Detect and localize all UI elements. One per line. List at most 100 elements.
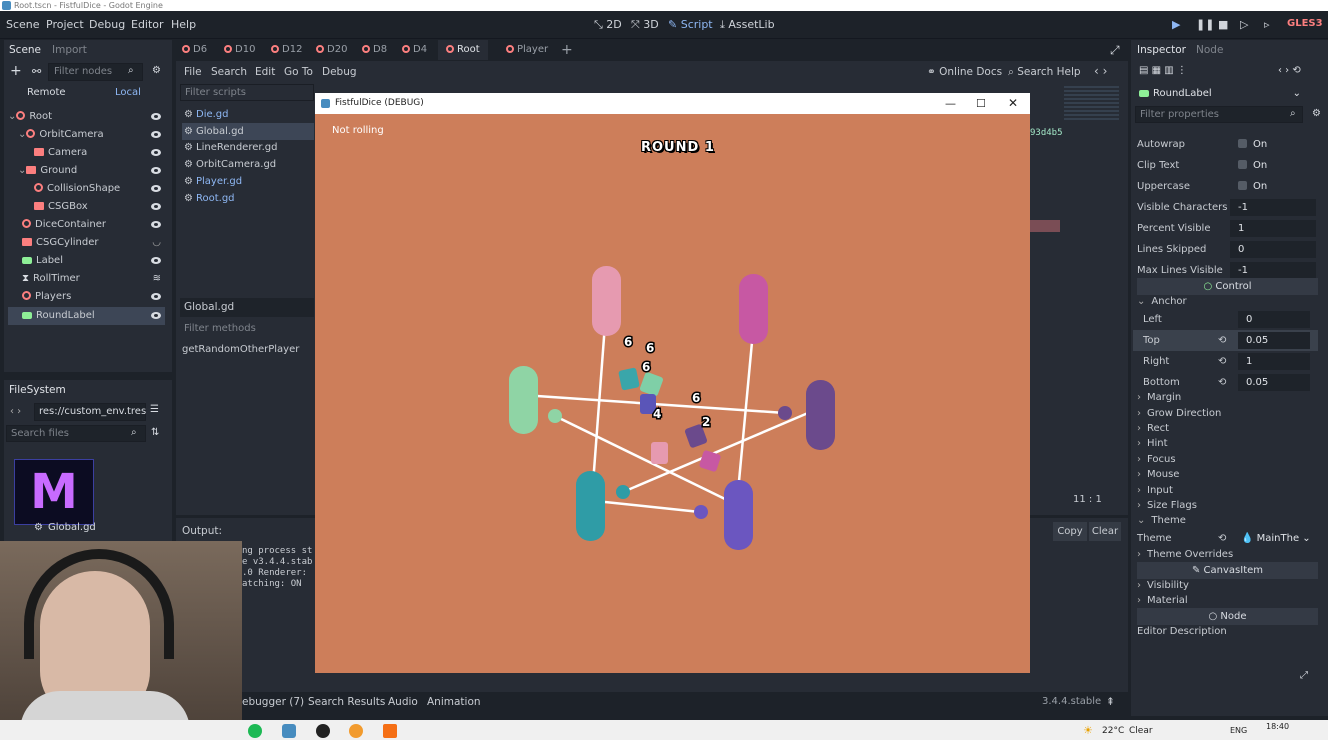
- search-help-button[interactable]: ⌕ Search Help: [1008, 66, 1081, 78]
- section-focus[interactable]: Focus: [1137, 452, 1318, 468]
- script-icon[interactable]: ⚙: [152, 65, 161, 76]
- theme-resource-picker[interactable]: 💧 MainThe ⌄: [1241, 533, 1311, 544]
- anchor-section[interactable]: Anchor: [1137, 294, 1318, 310]
- hidden-icon[interactable]: ◡: [152, 237, 161, 248]
- stop-icon[interactable]: ■: [1218, 18, 1229, 31]
- remote-tab[interactable]: Remote: [27, 87, 66, 98]
- copy-button[interactable]: Copy: [1053, 522, 1087, 541]
- new-resource-icon[interactable]: ▤ ▦ ▥ ⋮: [1139, 65, 1187, 76]
- tree-node-csgbox[interactable]: CSGBox: [8, 198, 165, 216]
- prop-spinbox[interactable]: -1: [1230, 199, 1316, 216]
- play-icon[interactable]: ▶: [1172, 18, 1181, 31]
- section-material[interactable]: Material: [1137, 593, 1318, 609]
- blender-icon[interactable]: [349, 724, 363, 738]
- tab-d8[interactable]: D8: [362, 40, 387, 60]
- canvasitem-header[interactable]: ✎ CanvasItem: [1137, 562, 1318, 579]
- revert-icon[interactable]: ⟲: [1218, 356, 1227, 367]
- add-node-icon[interactable]: +: [10, 63, 22, 79]
- menu-editor[interactable]: Editor: [131, 18, 164, 31]
- pause-icon[interactable]: ❚❚: [1196, 18, 1215, 31]
- language-indicator[interactable]: ENG: [1230, 726, 1248, 735]
- section-hint[interactable]: Hint: [1137, 436, 1318, 452]
- section-mouse[interactable]: Mouse: [1137, 467, 1318, 483]
- tree-node-ground[interactable]: ⌄Ground: [8, 162, 165, 180]
- path-field[interactable]: res://custom_env.tres: [34, 403, 146, 421]
- play-custom-icon[interactable]: ▹: [1264, 18, 1270, 31]
- tab-d4[interactable]: D4: [402, 40, 427, 60]
- prop-visiblechars[interactable]: Visible Characters-1: [1133, 197, 1318, 218]
- section-theme[interactable]: Theme: [1137, 513, 1318, 529]
- sort-icon[interactable]: ⇅: [151, 427, 160, 438]
- visibility-icon[interactable]: [151, 221, 161, 228]
- tree-node-root[interactable]: ⌄Root: [8, 108, 165, 126]
- script-item-player[interactable]: Player.gd: [182, 173, 314, 190]
- tab-audio[interactable]: Audio: [388, 696, 418, 708]
- nav-prev-icon[interactable]: ‹ ›: [1094, 64, 1108, 78]
- tab-root[interactable]: Root: [438, 40, 488, 60]
- visibility-icon[interactable]: [151, 185, 161, 192]
- script-item-orbitcamera[interactable]: OrbitCamera.gd: [182, 156, 314, 173]
- workspace-assetlib[interactable]: ⤓ AssetLib: [720, 18, 775, 31]
- visibility-icon[interactable]: [151, 113, 161, 120]
- prop-checkbox[interactable]: On: [1230, 157, 1316, 174]
- game-viewport[interactable]: Not rolling ROUND 1: [315, 114, 1030, 673]
- link-icon[interactable]: ⚯: [32, 65, 42, 78]
- history-icon[interactable]: ‹ › ⟲: [1278, 65, 1301, 76]
- add-tab-icon[interactable]: +: [561, 42, 573, 58]
- prop-theme[interactable]: Theme⟲💧 MainThe ⌄: [1133, 528, 1318, 549]
- tree-node-csgcylinder[interactable]: CSGCylinder◡: [8, 234, 165, 252]
- search-files-input[interactable]: Search files: [6, 425, 146, 442]
- tree-node-collisionshape[interactable]: CollisionShape: [8, 180, 165, 198]
- tab-d6[interactable]: D6: [182, 40, 207, 60]
- filter-scripts-input[interactable]: Filter scripts: [180, 84, 314, 101]
- script-menu-file[interactable]: File: [184, 66, 202, 78]
- section-visibility[interactable]: Visibility: [1137, 578, 1318, 594]
- script-menu-debug[interactable]: Debug: [322, 66, 357, 78]
- script-menu-goto[interactable]: Go To: [284, 66, 313, 78]
- play-scene-icon[interactable]: ▷: [1240, 18, 1249, 31]
- tab-node[interactable]: Node: [1196, 44, 1224, 56]
- control-header[interactable]: ○ Control: [1137, 278, 1318, 295]
- tab-search-results[interactable]: Search Results: [308, 696, 386, 708]
- prop-checkbox[interactable]: On: [1230, 136, 1316, 153]
- visibility-icon[interactable]: [151, 293, 161, 300]
- workspace-3d[interactable]: ⤧ 3D: [631, 18, 659, 31]
- sublime-icon[interactable]: [383, 724, 397, 738]
- distraction-free-icon[interactable]: ⤢: [1110, 43, 1120, 57]
- prop-slider[interactable]: 0: [1238, 311, 1310, 328]
- workspace-2d[interactable]: ⤡ 2D: [594, 18, 622, 31]
- tab-d10[interactable]: D10: [224, 40, 255, 60]
- nav-back-icon[interactable]: ‹ ›: [10, 406, 22, 417]
- script-item-linerenderer[interactable]: LineRenderer.gd: [182, 139, 314, 156]
- signal-icon[interactable]: ≋: [152, 273, 161, 284]
- section-theme-overrides[interactable]: Theme Overrides: [1137, 547, 1318, 563]
- tree-node-roundlabel[interactable]: RoundLabel: [8, 307, 165, 325]
- section-margin[interactable]: Margin: [1137, 390, 1318, 406]
- tree-node-label[interactable]: Label: [8, 252, 165, 270]
- tree-node-camera[interactable]: Camera: [8, 144, 165, 162]
- filter-methods-input[interactable]: Filter methods: [184, 323, 256, 334]
- prop-slider[interactable]: 1: [1238, 353, 1310, 370]
- prop-checkbox[interactable]: On: [1230, 178, 1316, 195]
- section-grow-direction[interactable]: Grow Direction: [1137, 406, 1318, 422]
- file-name[interactable]: Global.gd: [48, 522, 96, 533]
- filter-properties-input[interactable]: Filter properties: [1135, 106, 1303, 123]
- tree-node-dicecontainer[interactable]: DiceContainer: [8, 216, 165, 234]
- tab-debugger[interactable]: ebugger (7): [242, 696, 305, 708]
- spotify-icon[interactable]: [248, 724, 262, 738]
- revert-icon[interactable]: ⟲: [1218, 335, 1227, 346]
- menu-scene[interactable]: Scene: [6, 18, 40, 31]
- revert-icon[interactable]: ⟲: [1218, 533, 1227, 544]
- menu-project[interactable]: Project: [46, 18, 84, 31]
- minimize-icon[interactable]: —: [945, 97, 956, 110]
- clear-button[interactable]: Clear: [1089, 522, 1121, 541]
- prop-slider[interactable]: 1: [1230, 220, 1316, 237]
- godot-taskbar-icon[interactable]: [282, 724, 296, 738]
- pin-icon[interactable]: ⇞: [1106, 696, 1115, 708]
- prop-spinbox[interactable]: 0: [1230, 241, 1316, 258]
